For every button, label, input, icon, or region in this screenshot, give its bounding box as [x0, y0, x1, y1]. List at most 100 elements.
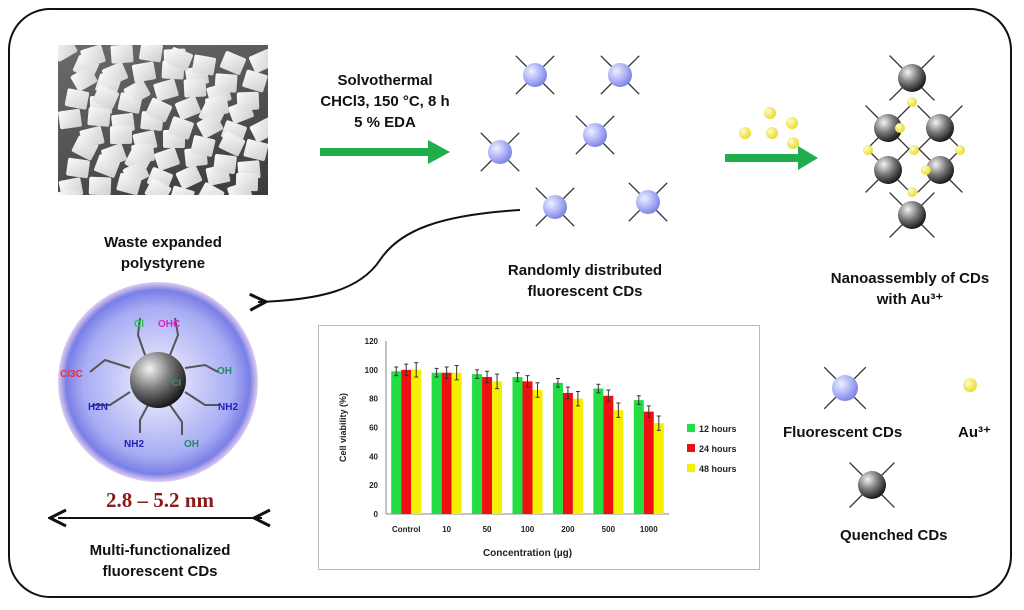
- foam-bead: [235, 172, 259, 192]
- foam-bead: [64, 88, 90, 110]
- bar: [401, 369, 412, 514]
- legend-swatch: [687, 424, 695, 432]
- polystyrene-label: Waste expanded polystyrene: [58, 232, 268, 274]
- label-line: with Au³⁺: [876, 291, 944, 308]
- multifunctional-label: Multi-functionalized fluorescent CDs: [50, 540, 270, 582]
- polystyrene-photo: [58, 45, 268, 195]
- bar: [492, 381, 503, 514]
- error-bar: [636, 395, 641, 405]
- x-tick-label: 1000: [640, 525, 658, 534]
- error-bar: [454, 365, 459, 381]
- bar: [572, 398, 583, 514]
- error-bar: [575, 390, 580, 407]
- foam-bead: [236, 91, 260, 111]
- x-tick-label: 100: [521, 525, 535, 534]
- foam-bead: [58, 108, 83, 130]
- nanoassembly-label: Nanoassembly of CDs with Au³⁺: [800, 268, 1020, 310]
- bar: [562, 392, 573, 514]
- label-line: Waste expanded: [104, 234, 222, 251]
- size-range-label: 2.8 – 5.2 nm: [106, 488, 214, 512]
- bar: [643, 411, 654, 514]
- label-line: polystyrene: [120, 255, 206, 272]
- label-line: fluorescent CDs: [102, 563, 218, 580]
- bar: [411, 369, 422, 514]
- x-tick-label: 200: [561, 525, 575, 534]
- legend-label: 12 hours: [699, 424, 737, 434]
- foam-bead: [88, 176, 112, 195]
- foam-bead: [243, 138, 268, 162]
- foam-bead: [153, 146, 181, 172]
- error-bar: [444, 366, 449, 379]
- bar: [441, 372, 452, 514]
- foam-bead: [100, 142, 128, 168]
- foam-bead: [109, 125, 133, 145]
- foam-bead: [219, 50, 247, 76]
- foam-bead: [87, 107, 111, 127]
- bar: [522, 381, 533, 514]
- x-tick-label: 500: [602, 525, 616, 534]
- foam-bead: [212, 153, 238, 175]
- error-bar: [616, 402, 621, 418]
- y-tick-label: 40: [369, 452, 378, 461]
- foam-bead: [152, 78, 180, 102]
- foam-bead: [79, 45, 107, 68]
- bar: [653, 423, 664, 514]
- bar: [552, 382, 563, 514]
- foam-bead: [130, 142, 156, 164]
- y-tick-label: 20: [369, 481, 378, 490]
- error-bar: [515, 372, 520, 382]
- x-tick-label: 10: [442, 525, 451, 534]
- foam-bead: [131, 61, 157, 83]
- condition-line: 5 % EDA: [354, 114, 416, 131]
- x-axis-label: Concentration (µg): [483, 548, 572, 559]
- x-tick-label: Control: [392, 525, 420, 534]
- bar: [593, 388, 604, 514]
- random-cds-label: Randomly distributed fluorescent CDs: [470, 260, 700, 302]
- error-bar: [656, 415, 661, 431]
- foam-bead: [191, 54, 217, 76]
- condition-line: CHCl3, 150 °C, 8 h: [320, 93, 450, 110]
- foam-bead: [204, 95, 230, 117]
- legend-swatch: [687, 464, 695, 472]
- error-bar: [475, 369, 480, 379]
- bar: [613, 410, 624, 514]
- bar: [603, 395, 614, 514]
- foam-bead: [110, 45, 134, 64]
- foam-bead: [58, 45, 79, 63]
- foam-bead: [58, 190, 81, 195]
- error-bar: [485, 370, 490, 384]
- label-line: Multi-functionalized: [89, 542, 231, 559]
- error-bar: [606, 389, 611, 403]
- legend-swatch: [687, 444, 695, 452]
- bar: [391, 371, 402, 514]
- error-bar: [434, 367, 439, 378]
- error-bar: [565, 386, 570, 400]
- y-tick-label: 100: [365, 366, 379, 375]
- condition-line: Solvothermal: [337, 72, 433, 89]
- bar: [472, 374, 483, 514]
- error-bar: [404, 363, 409, 377]
- error-bar: [394, 366, 399, 377]
- y-tick-label: 80: [369, 395, 378, 404]
- label-line: Nanoassembly of CDs: [830, 270, 990, 287]
- foam-bead: [214, 73, 238, 93]
- bar: [431, 372, 442, 514]
- y-axis-label: Cell viability (%): [338, 393, 348, 462]
- y-tick-label: 0: [374, 510, 379, 519]
- bar: [512, 377, 523, 514]
- error-bar: [555, 377, 560, 388]
- error-bar: [495, 373, 500, 390]
- legend-label: 24 hours: [699, 444, 737, 454]
- error-bar: [596, 383, 601, 394]
- error-bar: [525, 375, 530, 388]
- error-bar: [535, 382, 540, 398]
- y-tick-label: 120: [365, 337, 379, 346]
- outer-frame: [8, 8, 1012, 598]
- y-tick-label: 60: [369, 424, 378, 433]
- foam-bead: [65, 157, 91, 179]
- bar: [633, 400, 644, 514]
- bar: [451, 372, 462, 514]
